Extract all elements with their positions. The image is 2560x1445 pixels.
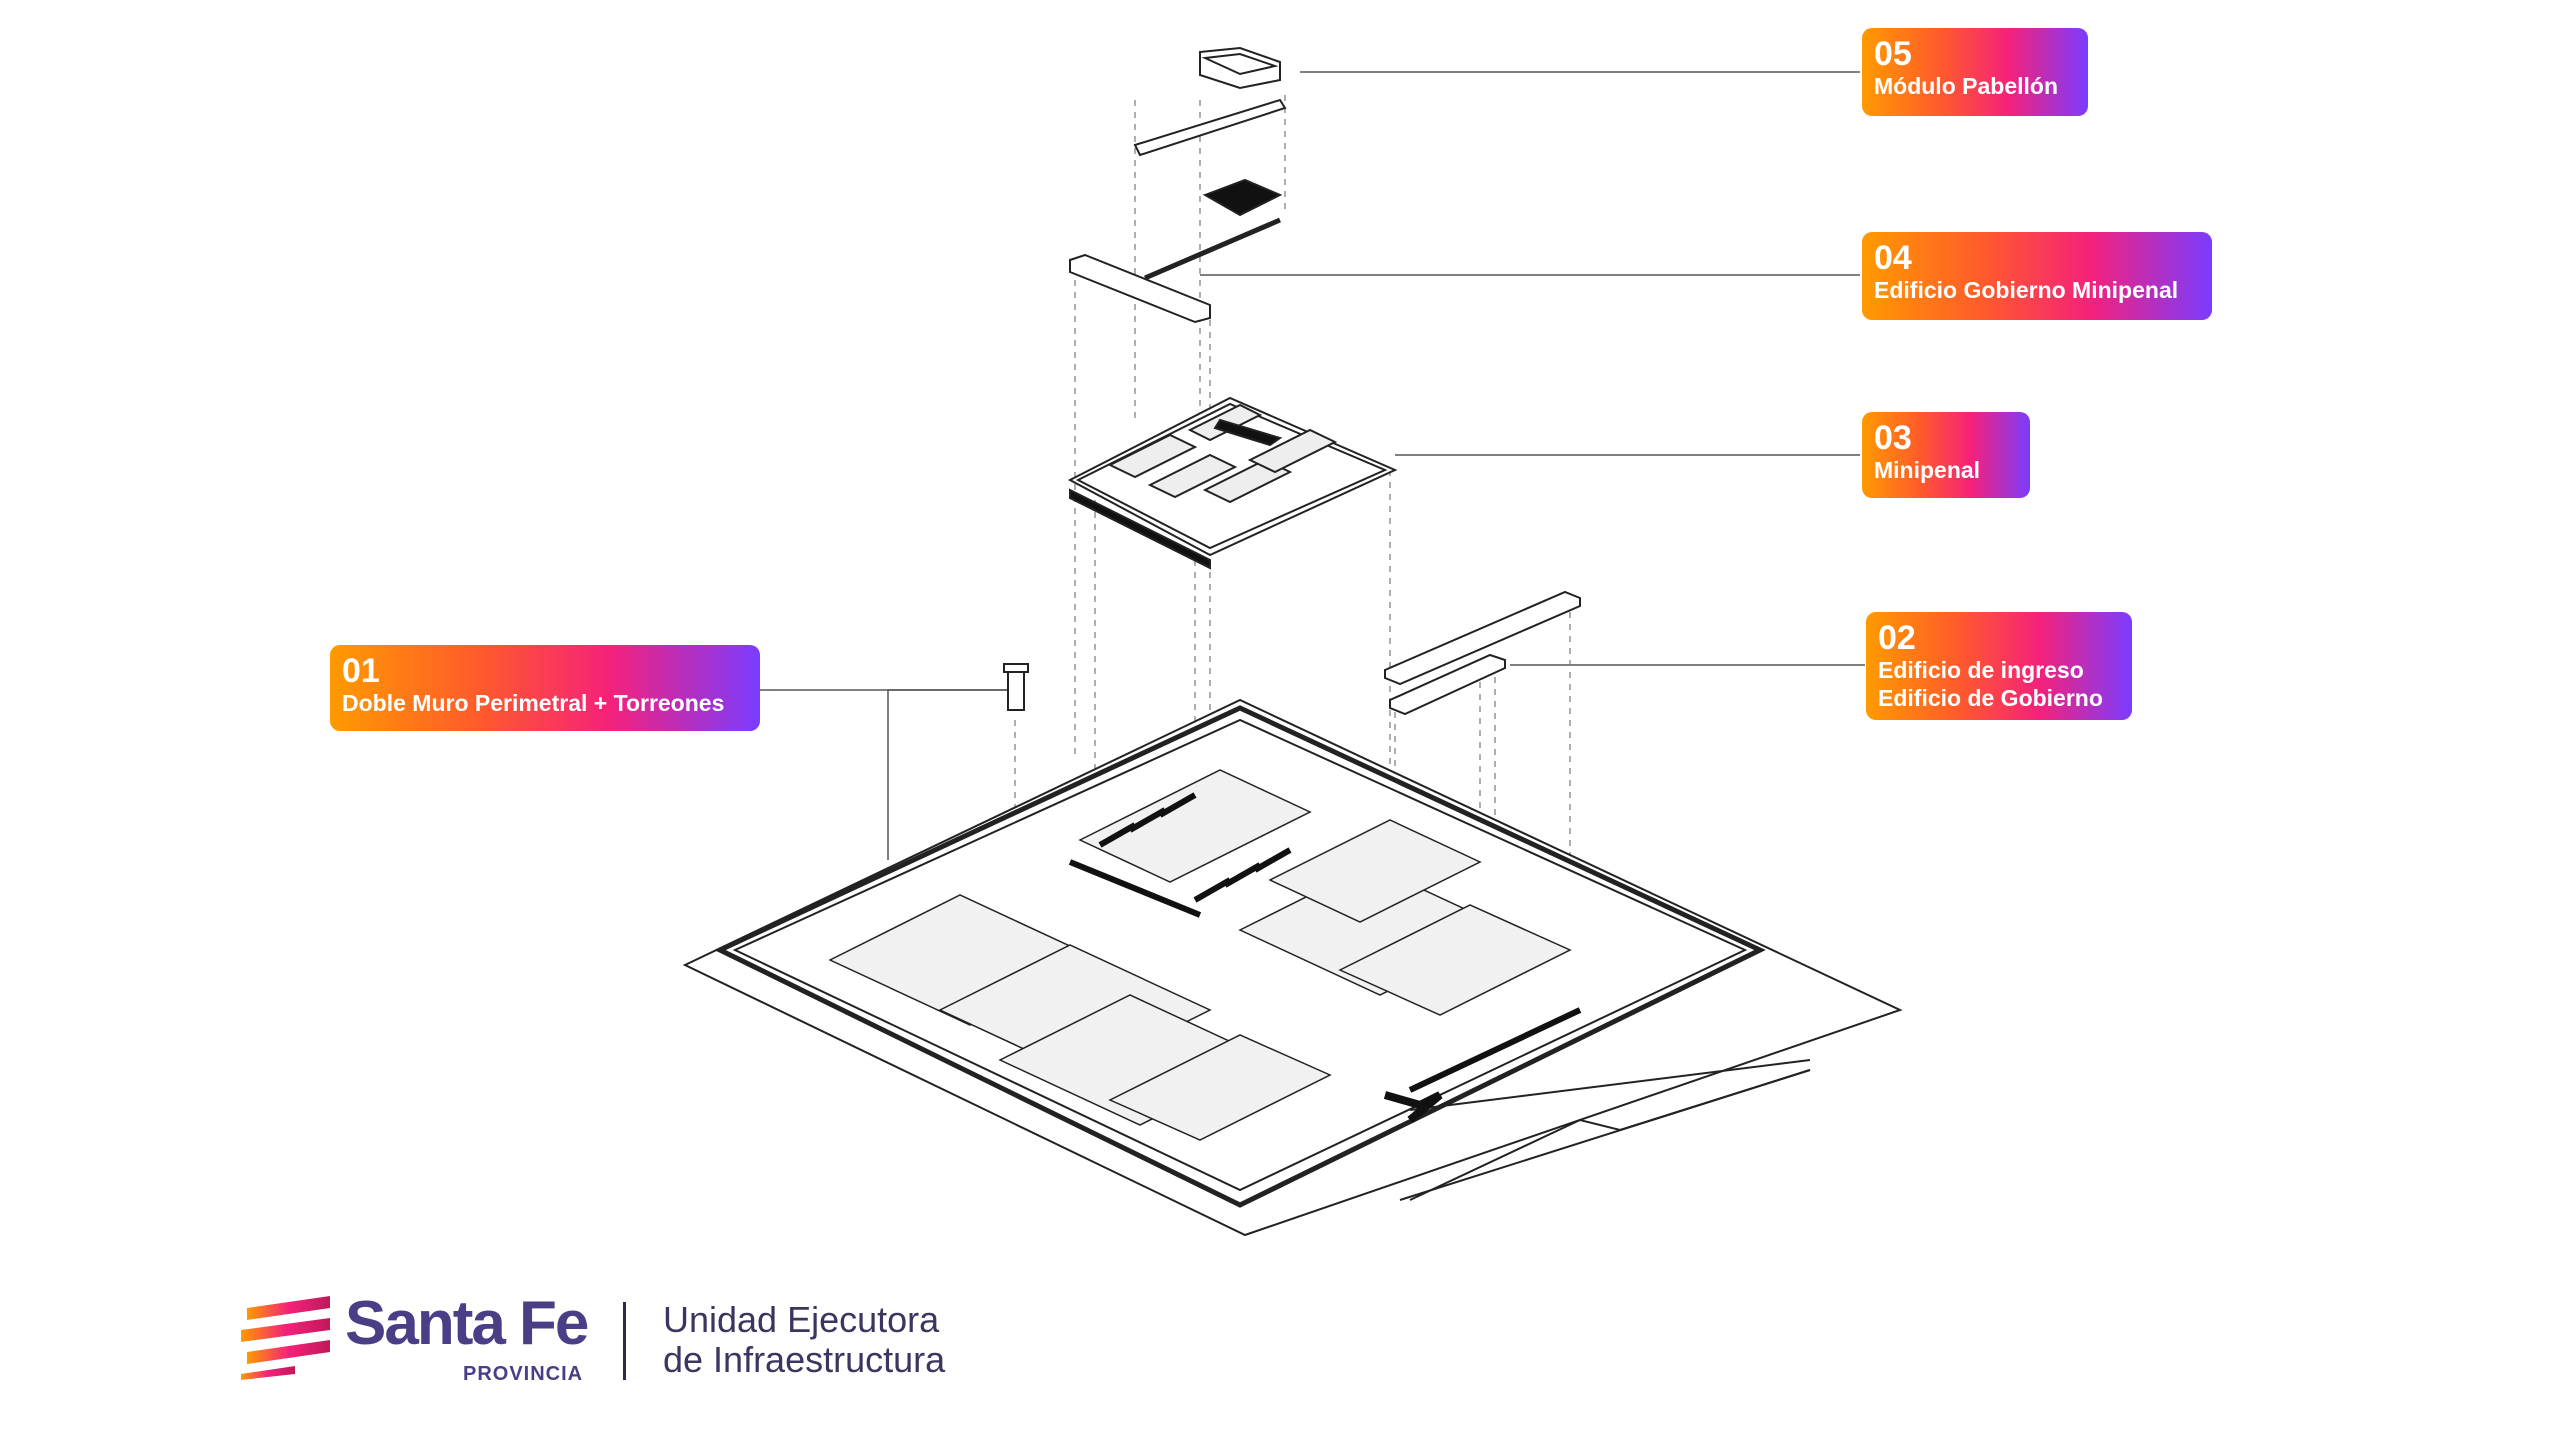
unit-name-line1: Unidad Ejecutora — [663, 1299, 940, 1340]
site-plan-blocks — [828, 769, 1572, 1141]
santa-fe-flag-icon — [241, 1296, 330, 1380]
callout-03-number: 03 — [1874, 419, 1912, 457]
callout-02-number: 02 — [1878, 619, 1916, 657]
logo-divider — [623, 1302, 626, 1380]
callout-02-label-line2: Edificio de Gobierno — [1878, 685, 2103, 711]
brand-name: Santa Fe — [345, 1289, 589, 1358]
callout-04-number: 04 — [1874, 239, 1912, 277]
site-plan-base — [682, 698, 1903, 1237]
callout-01-label: Doble Muro Perimetral + Torreones — [342, 690, 725, 716]
callout-02: 02 Edificio de ingreso Edificio de Gobie… — [1866, 612, 2132, 720]
callout-01-number: 01 — [342, 652, 380, 690]
callout-05-label: Módulo Pabellón — [1874, 73, 2058, 99]
santa-fe-logo: Santa Fe PROVINCIA Unidad Ejecutora de I… — [235, 1289, 1015, 1400]
callout-03: 03 Minipenal — [1862, 412, 2030, 498]
callout-02-label-line1: Edificio de ingreso — [1878, 657, 2084, 683]
callout-05-number: 05 — [1874, 35, 1912, 73]
gobierno-minipenal-building — [1069, 217, 1281, 324]
module-pabellon — [1133, 46, 1287, 217]
unit-name-line2: de Infraestructura — [663, 1339, 946, 1380]
tower — [1003, 663, 1029, 711]
minipenal-block — [1067, 396, 1398, 570]
callout-01: 01 Doble Muro Perimetral + Torreones — [330, 645, 760, 731]
callout-05: 05 Módulo Pabellón — [1862, 28, 2088, 116]
brand-province: PROVINCIA — [463, 1363, 584, 1385]
ingreso-gobierno-buildings — [1384, 590, 1581, 716]
callout-03-label: Minipenal — [1874, 457, 1981, 483]
site-plan-dark-wings — [1068, 792, 1582, 1124]
leader-lines — [760, 71, 1865, 860]
callout-04-label: Edificio Gobierno Minipenal — [1874, 277, 2179, 303]
unit-name: Unidad Ejecutora de Infraestructura — [663, 1300, 945, 1380]
callout-04: 04 Edificio Gobierno Minipenal — [1862, 232, 2212, 320]
